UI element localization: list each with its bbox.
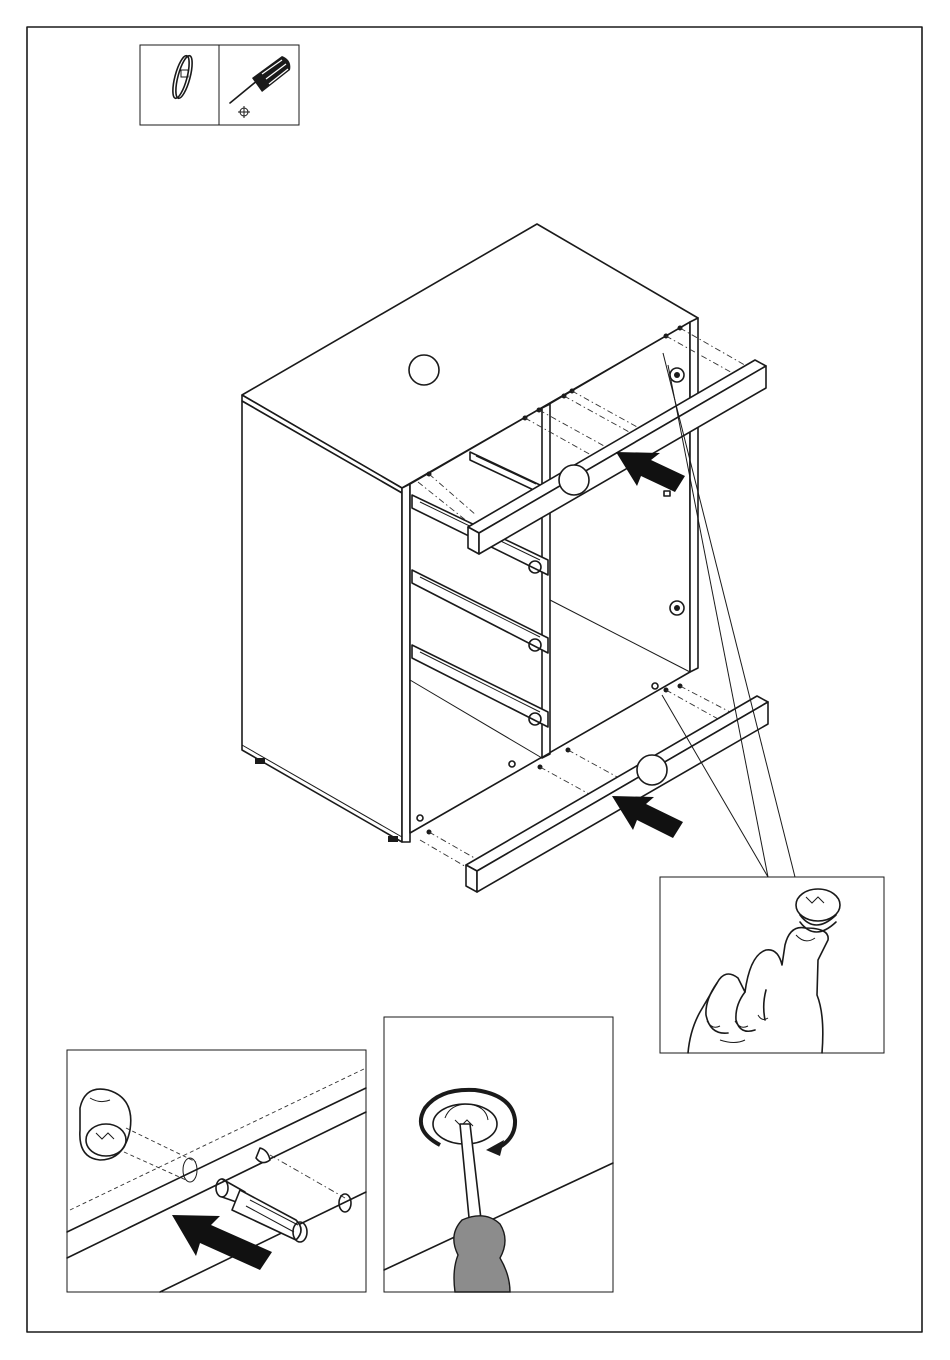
cam-bolt-icon xyxy=(796,889,840,932)
cam-bolt-pin-icon xyxy=(216,1148,307,1242)
cam-lock-disc-icon xyxy=(170,54,196,100)
cabinet-illustration xyxy=(242,224,795,892)
inset-hand-insert xyxy=(660,877,884,1053)
phillips-screwdriver-icon xyxy=(230,56,290,118)
insert-arrow-bottom xyxy=(612,796,683,838)
inset-tighten-cam xyxy=(384,1017,613,1292)
inset-insert-rail xyxy=(67,1050,366,1292)
tools-box xyxy=(140,45,299,125)
hand-illustration xyxy=(688,928,828,1053)
cam-housing-icon xyxy=(80,1089,131,1160)
cabinet-right-side xyxy=(690,318,698,672)
center-divider xyxy=(542,404,550,758)
part-marker-bottom-rail xyxy=(637,755,667,785)
part-marker-top-rail xyxy=(559,465,589,495)
